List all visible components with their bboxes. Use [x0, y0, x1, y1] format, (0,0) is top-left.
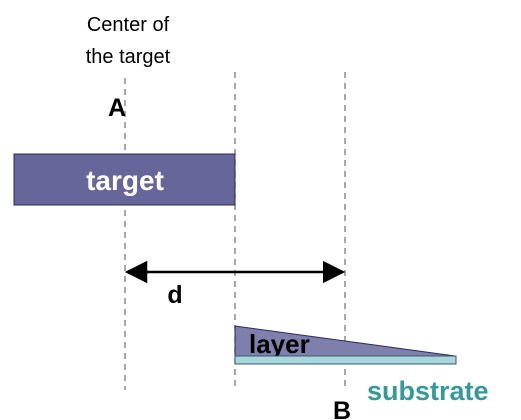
layer-label: layer	[249, 329, 310, 359]
substrate-label: substrate	[367, 376, 489, 406]
center-caption-line1: Center of	[87, 14, 170, 36]
target-bar	[13, 153, 236, 206]
target-label: target	[86, 165, 164, 196]
distance-label: d	[167, 281, 182, 309]
substrate-bar	[234, 355, 457, 365]
center-caption-line2: the target	[86, 46, 171, 68]
point-a-label: A	[108, 94, 126, 122]
point-b-label: B	[333, 397, 351, 420]
